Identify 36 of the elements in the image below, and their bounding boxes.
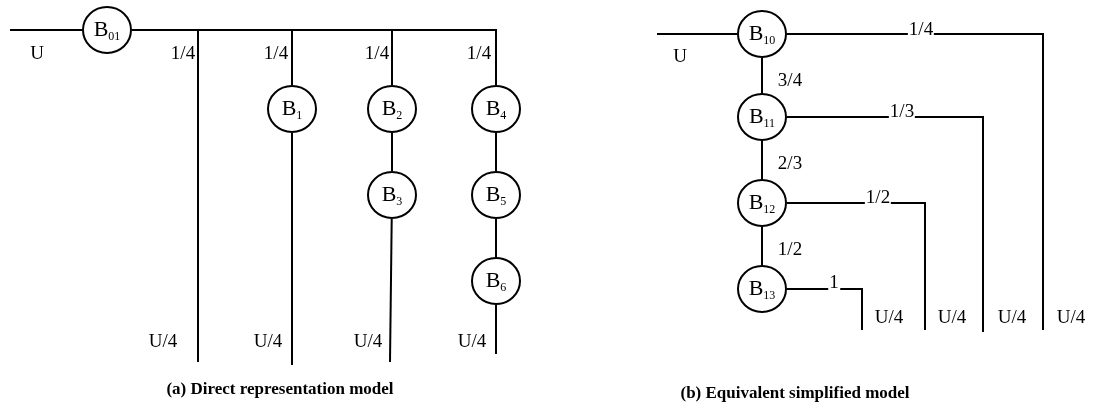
connector-line — [495, 132, 497, 172]
connector-line — [786, 33, 1044, 331]
output-label: U/4 — [874, 306, 904, 326]
connector-line — [495, 304, 497, 355]
connector-line — [761, 57, 763, 94]
connector-line — [9, 29, 83, 31]
circle-node: B$_{1}$ — [267, 85, 317, 133]
connector-line — [786, 288, 863, 331]
circle-node: B$_{11}$ — [737, 93, 787, 141]
connector-line — [291, 132, 293, 366]
connector-line — [656, 33, 738, 35]
circle-node: B$_{3}$ — [367, 171, 417, 219]
output-label: U/4 — [997, 306, 1027, 326]
output-label: U/4 — [937, 306, 967, 326]
circle-node: B$_{10}$ — [737, 10, 787, 58]
output-label: U/4 — [1056, 306, 1086, 326]
output-label: U/4 — [457, 330, 487, 350]
figure-caption: (a) Direct representation model — [166, 379, 394, 397]
figure-caption: (b) Equivalent simplified model — [680, 383, 910, 401]
circle-node: B$_{6}$ — [471, 257, 521, 305]
connector-line — [761, 226, 763, 266]
circle-node: B$_{5}$ — [471, 171, 521, 219]
connector-line — [761, 140, 763, 180]
circle-node: B$_{2}$ — [367, 85, 417, 133]
connector-line — [786, 116, 984, 333]
circle-node: B$_{01}$ — [82, 6, 132, 54]
circle-node: B$_{13}$ — [737, 265, 787, 313]
output-label: U/4 — [253, 330, 283, 350]
connector-line — [495, 218, 497, 258]
circle-node: B$_{4}$ — [471, 85, 521, 133]
connector-line — [389, 218, 393, 363]
connector-line — [391, 132, 393, 172]
connector-line — [786, 202, 926, 331]
output-label: U/4 — [353, 330, 383, 350]
output-label: U/4 — [148, 330, 178, 350]
circle-node: B$_{12}$ — [737, 179, 787, 227]
